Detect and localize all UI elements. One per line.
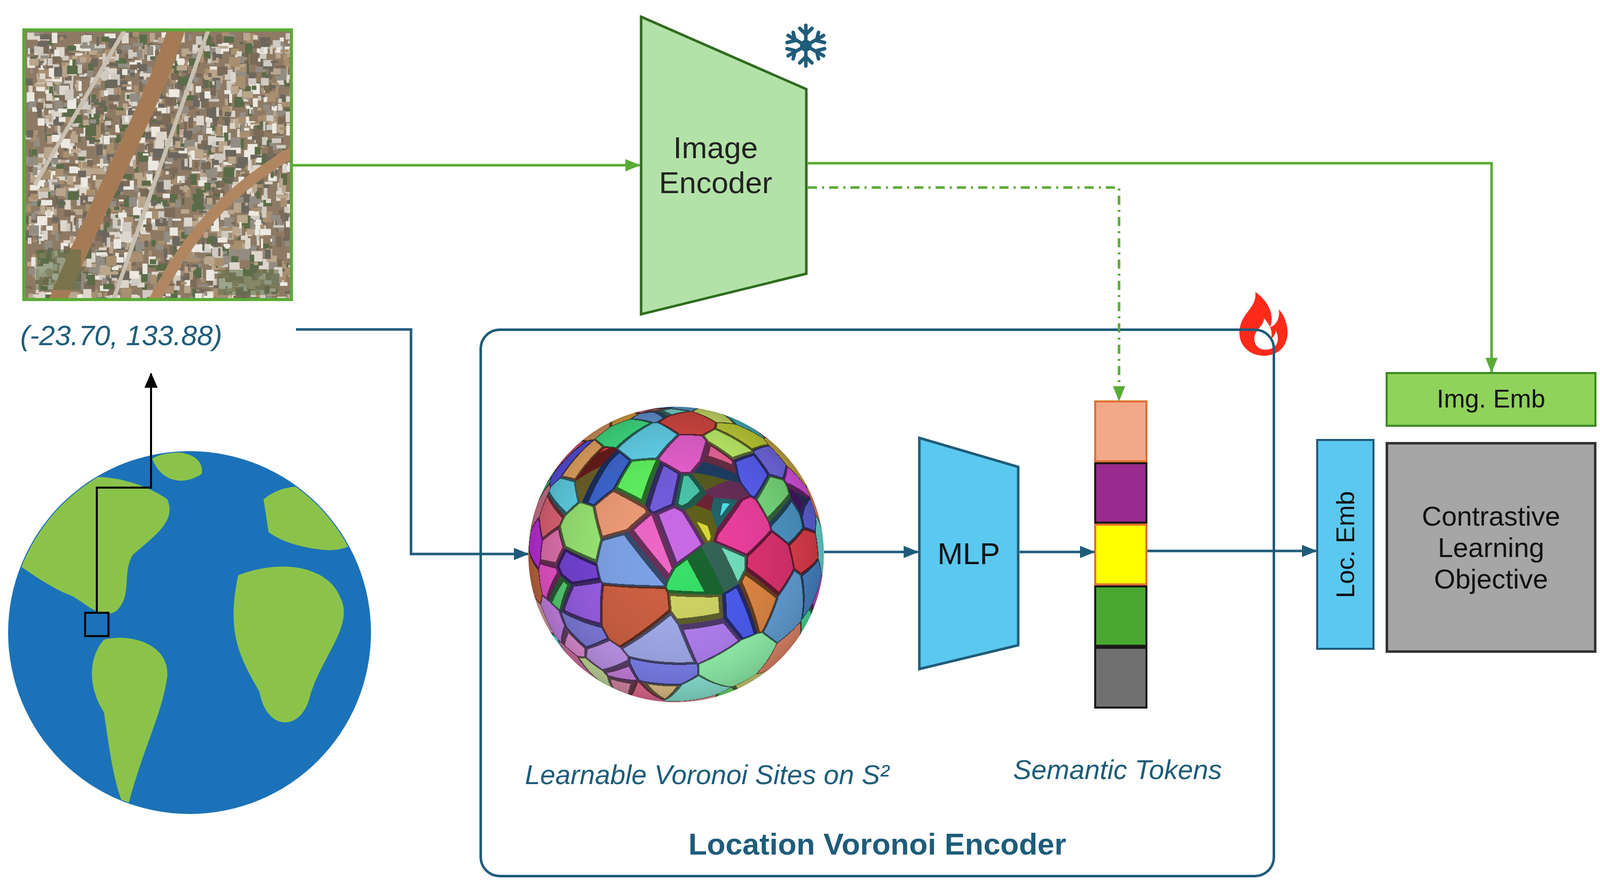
voronoi-sphere-node: Learnable Voronoi Sites on S²: [489, 402, 925, 804]
node-label: Image Encoder: [639, 124, 792, 206]
mlp-block: MLP: [917, 436, 1020, 671]
semantic-tokens-node: Semantic Tokens: [985, 397, 1250, 799]
image-embedding: Img. Emb: [1385, 371, 1597, 427]
frozen-snowflake-icon: [787, 25, 825, 66]
node-label: MLP: [917, 436, 1020, 671]
connector-arrow: [807, 163, 1492, 372]
pointer-line: [96, 373, 152, 613]
token-cell: [1094, 462, 1148, 525]
connector-arrow: [295, 329, 529, 554]
flame: [1239, 291, 1288, 356]
continent: [263, 486, 363, 550]
node-label: Img. Emb: [1387, 374, 1595, 425]
trainable-flame-icon: [1239, 291, 1288, 356]
token-cell: [1094, 585, 1148, 648]
node-label: (-23.70, 133.88): [20, 315, 296, 356]
snowflake-core: [801, 41, 810, 50]
snowflake-branches: [787, 28, 825, 63]
node-label: Loc. Emb: [1316, 438, 1375, 650]
input-image-node: (-23.70, 133.88): [20, 27, 296, 357]
continents: [15, 452, 363, 811]
token-cell: [1094, 400, 1148, 463]
connector-arrow: [292, 164, 640, 167]
connector-arrow: [807, 187, 1120, 401]
voronoi-sphere: [528, 406, 825, 703]
continent: [324, 756, 363, 786]
location-marker: [85, 612, 109, 637]
node-label: Location Voronoi Encoder: [481, 823, 1273, 865]
node-label: Contrastive Learning Objective: [1388, 444, 1594, 651]
image-encoder: Image Encoder: [639, 15, 808, 317]
location-embedding: Loc. Emb: [1316, 438, 1375, 650]
continent: [15, 476, 170, 614]
earth-globe: [8, 451, 371, 814]
location-voronoi-encoder-box: Location Voronoi Encoder Learnable Vorono…: [479, 328, 1276, 878]
continent: [91, 637, 168, 811]
token-stack: [1094, 400, 1148, 709]
token-cell: [1094, 523, 1148, 586]
node-label: Semantic Tokens: [985, 750, 1250, 789]
image-frame: [22, 28, 293, 302]
trapezoid-shape: [641, 16, 807, 315]
token-cell: [1094, 646, 1148, 709]
contrastive-objective-box: Contrastive Learning Objective: [1385, 441, 1597, 653]
satellite-image: [25, 31, 290, 299]
continent: [152, 452, 203, 481]
connector-arrow: [1019, 550, 1095, 554]
node-label: Learnable Voronoi Sites on S²: [489, 755, 925, 794]
continent: [233, 566, 345, 723]
connector-arrow: [1147, 549, 1317, 553]
connector-arrow: [824, 550, 918, 554]
